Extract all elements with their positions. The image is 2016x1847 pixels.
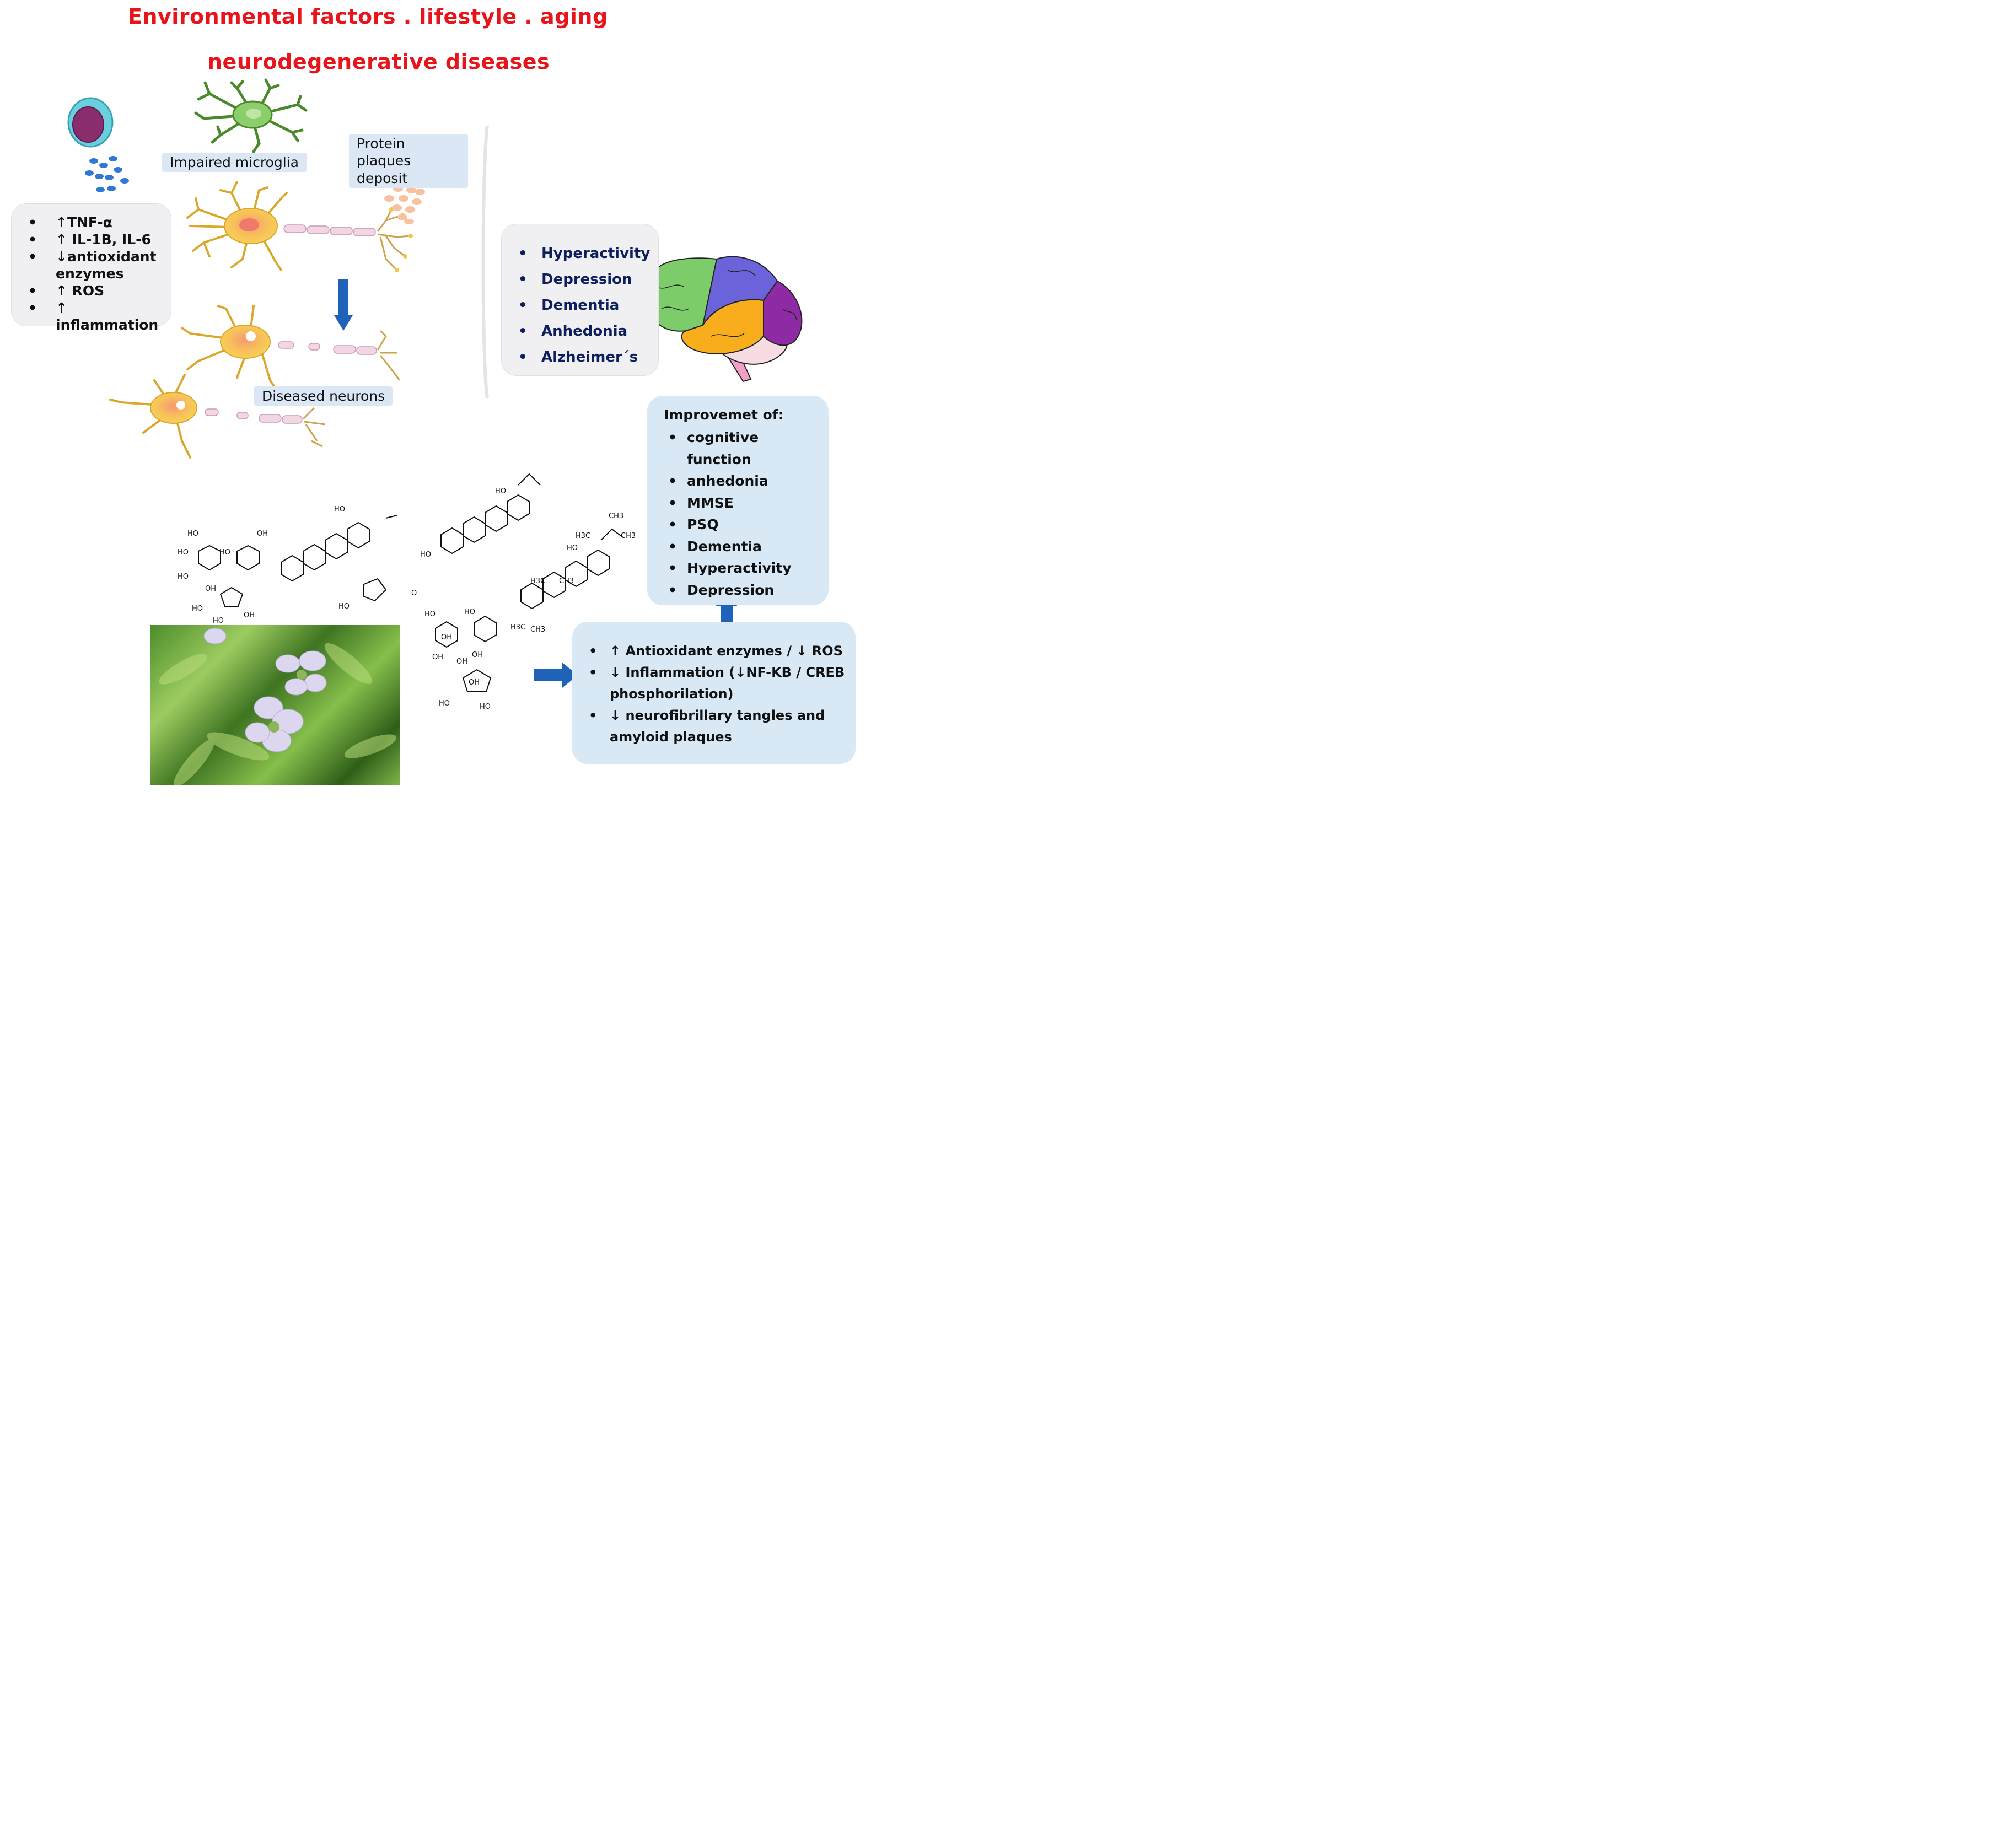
svg-text:HO: HO [338,602,350,611]
label-protein-plaques: Protein plaques deposit [349,134,468,188]
improvement-heading: Improvemet of: [664,407,784,423]
svg-text:OH: OH [244,611,255,620]
cytokine-item: ↑ ROS [24,282,166,299]
effects-box: ↑ Antioxidant enzymes / ↓ ROS ↓ Inflamma… [572,622,856,764]
neuron-icon [186,181,413,272]
svg-text:OH: OH [205,585,216,593]
svg-text:CH3: CH3 [559,577,574,585]
cytokine-box: ↑TNF-α ↑ IL-1B, IL-6 ↓antioxidant enzyme… [11,203,171,333]
symptom-box: Hyperactivity Depression Dementia Anhedo… [501,224,659,376]
symptom-item: Dementia [514,293,655,319]
improvement-item: Dementia [664,536,825,558]
symptom-item: Hyperactivity [514,241,655,267]
symptom-item: Depression [514,267,655,293]
symptom-item: Anhedonia [514,319,655,344]
brain-icon [643,256,803,383]
improvement-box: Improvemet of: cognitive function anhedo… [647,396,829,605]
improvement-item: MMSE [664,492,825,514]
microglia-icon [194,78,308,153]
svg-text:HO: HO [495,487,506,496]
svg-text:HO: HO [567,544,578,552]
symptom-item: Alzheimer´s [514,344,655,370]
svg-text:HO: HO [334,505,345,514]
svg-text:OH: OH [441,633,452,642]
divider-line [481,125,489,399]
svg-text:HO: HO [213,617,224,625]
svg-text:OH: OH [257,530,268,538]
plant-photo [150,625,400,785]
improvement-item: cognitive function [664,427,825,470]
svg-text:OH: OH [456,658,467,666]
figure-canvas: Environmental factors . lifestyle . agin… [0,0,864,792]
svg-text:HO: HO [178,548,189,557]
label-diseased-neurons: Diseased neurons [254,386,393,406]
svg-text:OH: OH [432,653,443,661]
effect-item: ↓ neurofibrillary tangles and amyloid pl… [584,705,846,748]
svg-text:OH: OH [469,679,480,687]
molecule-structure [198,473,623,692]
cytokine-item: ↓antioxidant enzymes [24,248,166,282]
svg-text:HO: HO [424,610,436,618]
svg-text:HO: HO [178,573,189,581]
svg-text:OH: OH [472,651,483,659]
svg-text:HO: HO [439,699,450,708]
svg-text:HO: HO [464,608,475,616]
cytokine-item: ↑TNF-α [24,214,166,231]
improvement-item: PSQ [664,514,825,536]
effect-item: ↓ Inflammation (↓NF-KB / CREB phosphoril… [584,662,846,705]
svg-text:HO: HO [192,605,203,613]
svg-text:CH3: CH3 [621,532,636,540]
immune-cell-icon [67,97,129,192]
svg-text:HO: HO [420,551,431,559]
svg-text:H3C: H3C [510,623,525,632]
svg-text:HO: HO [219,548,230,557]
down-arrow-icon [334,279,353,331]
improvement-item: anhedonia [664,470,825,492]
svg-text:O: O [411,589,417,597]
label-impaired-microglia: Impaired microglia [162,153,307,173]
cytokine-item: ↑ inflammation [24,299,166,333]
right-arrow-icon [534,663,578,688]
svg-text:H3C: H3C [530,577,545,585]
diseased-neuron-icon [109,305,401,459]
svg-text:H3C: H3C [576,532,590,540]
svg-text:CH3: CH3 [609,512,623,520]
effect-item: ↑ Antioxidant enzymes / ↓ ROS [584,640,846,662]
improvement-item: Hyperactivity [664,557,825,579]
title-factors: Environmental factors . lifestyle . agin… [128,4,608,29]
improvement-item: Depression [664,579,825,601]
svg-text:HO: HO [480,703,491,711]
svg-text:CH3: CH3 [530,626,545,634]
title-diseases: neurodegenerative diseases [207,50,550,74]
svg-text:HO: HO [187,530,198,538]
cytokine-item: ↑ IL-1B, IL-6 [24,231,166,248]
